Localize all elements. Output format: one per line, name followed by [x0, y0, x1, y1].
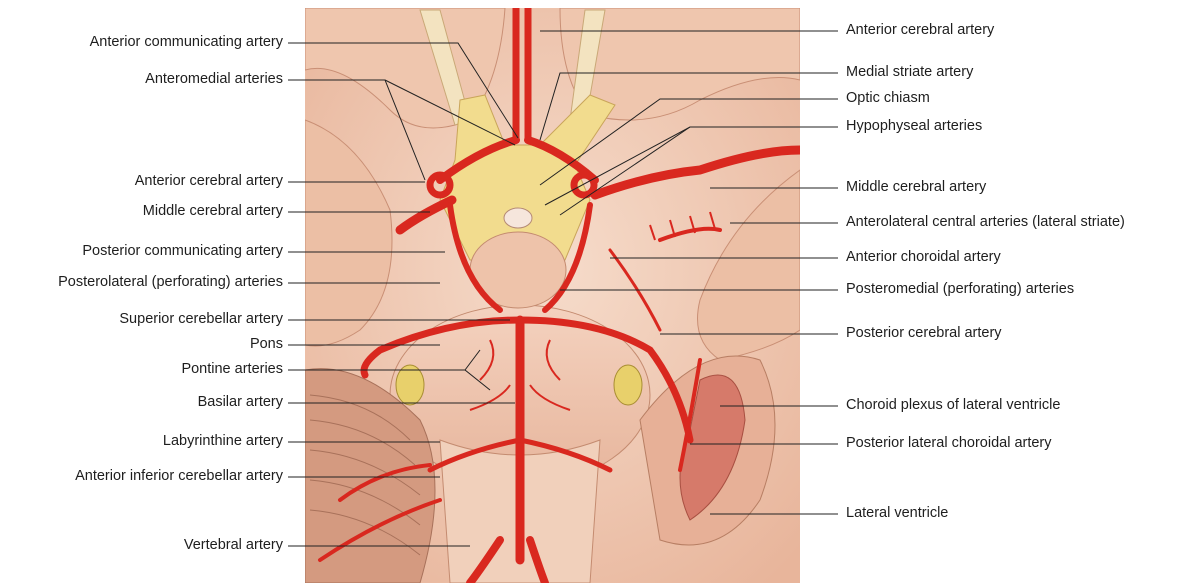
label-anterior-cerebral-artery-right: Anterior cerebral artery [846, 22, 994, 39]
label-posterior-lateral-choroidal-artery: Posterior lateral choroidal artery [846, 435, 1052, 452]
label-posterior-cerebral-artery: Posterior cerebral artery [846, 325, 1002, 342]
label-labyrinthine-artery: Labyrinthine artery [163, 433, 283, 450]
label-anterior-inferior-cerebellar-artery: Anterior inferior cerebellar artery [75, 468, 283, 485]
label-anterior-choroidal-artery: Anterior choroidal artery [846, 249, 1001, 266]
trigeminal-nerve-left [396, 365, 424, 405]
label-posterolateral-arteries: Posterolateral (perforating) arteries [58, 274, 283, 291]
label-lateral-ventricle: Lateral ventricle [846, 505, 948, 522]
label-posteromedial-arteries: Posteromedial (perforating) arteries [846, 281, 1074, 298]
label-vertebral-artery: Vertebral artery [184, 537, 283, 554]
label-basilar-artery: Basilar artery [198, 394, 283, 411]
label-superior-cerebellar-artery: Superior cerebellar artery [119, 311, 283, 328]
label-middle-cerebral-artery-right: Middle cerebral artery [846, 179, 986, 196]
label-anterolateral-central-arteries: Anterolateral central arteries (lateral … [846, 214, 1125, 231]
trigeminal-nerve-right [614, 365, 642, 405]
label-anteromedial-arteries: Anteromedial arteries [145, 71, 283, 88]
label-middle-cerebral-artery-left: Middle cerebral artery [143, 203, 283, 220]
label-pons: Pons [250, 336, 283, 353]
label-optic-chiasm: Optic chiasm [846, 90, 930, 107]
label-posterior-communicating-artery: Posterior communicating artery [82, 243, 283, 260]
pituitary-stalk [504, 208, 532, 228]
label-hypophyseal-arteries: Hypophyseal arteries [846, 118, 982, 135]
label-pontine-arteries: Pontine arteries [181, 361, 283, 378]
label-medial-striate-artery: Medial striate artery [846, 64, 973, 81]
label-anterior-communicating-artery: Anterior communicating artery [90, 34, 283, 51]
label-choroid-plexus: Choroid plexus of lateral ventricle [846, 397, 1060, 414]
label-anterior-cerebral-artery-left: Anterior cerebral artery [135, 173, 283, 190]
